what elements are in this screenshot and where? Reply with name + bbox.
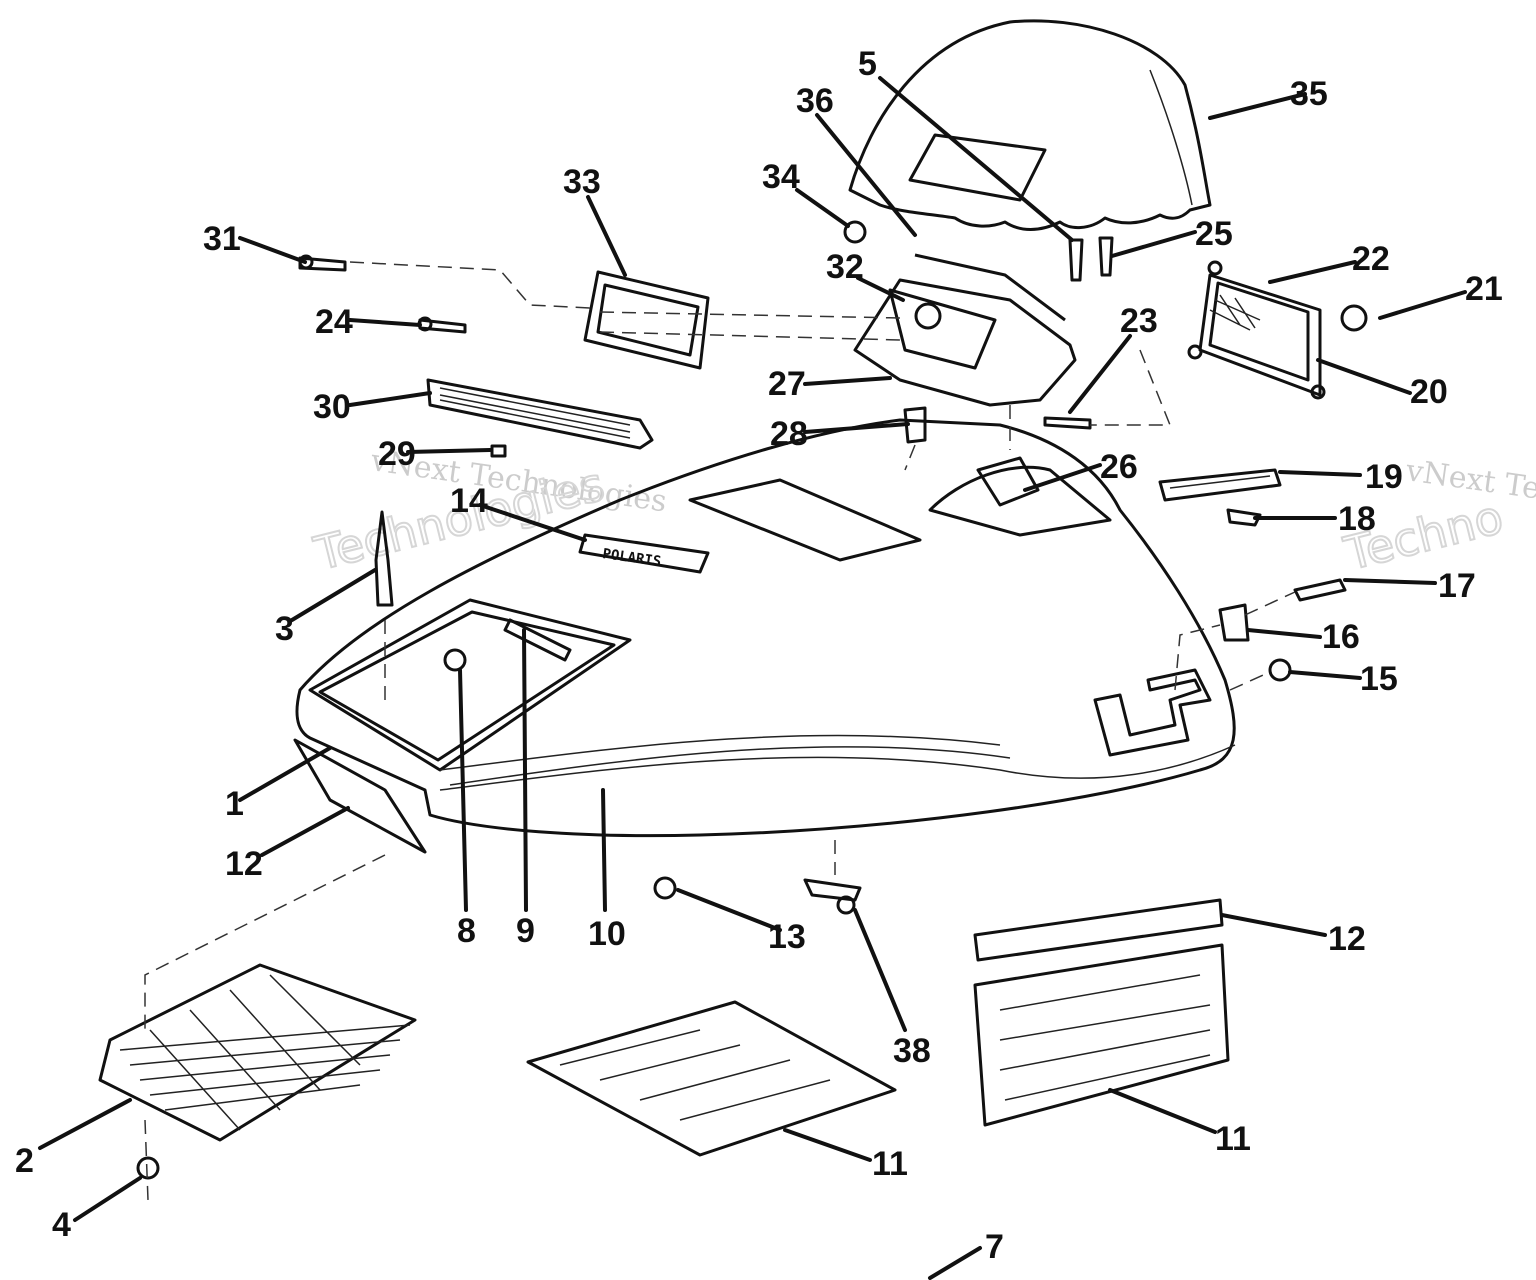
callout-31: 31 xyxy=(203,220,241,258)
callout-34: 34 xyxy=(762,158,800,196)
callout-30: 30 xyxy=(313,388,351,426)
vent-grille xyxy=(426,378,654,450)
windshield xyxy=(848,19,1212,231)
foam-strip xyxy=(973,898,1224,962)
small-grille xyxy=(1158,468,1282,502)
hardware xyxy=(136,220,1347,1180)
callout-2: 2 xyxy=(15,1142,34,1180)
callout-33: 33 xyxy=(563,163,601,201)
callout-25: 25 xyxy=(1195,215,1233,253)
headlight-housing xyxy=(853,253,1077,407)
callout-35: 35 xyxy=(1290,75,1328,113)
foam-pad-right xyxy=(973,943,1230,1127)
callout-15: 15 xyxy=(1360,660,1398,698)
callout-38: 38 xyxy=(893,1032,931,1070)
callout-36: 36 xyxy=(796,82,834,120)
callout-3: 3 xyxy=(275,610,294,648)
callout-8: 8 xyxy=(457,912,476,950)
callout-16: 16 xyxy=(1322,618,1360,656)
callout-27: 27 xyxy=(768,365,806,403)
callout-numbers: 31 24 30 29 33 34 36 5 35 32 25 22 21 23… xyxy=(15,45,1503,1266)
brand-decal-text: POLARIS xyxy=(601,546,662,570)
callout-5: 5 xyxy=(858,45,877,83)
callout-10: 10 xyxy=(588,915,626,953)
callout-26: 26 xyxy=(1100,448,1138,486)
callout-24: 24 xyxy=(315,303,353,341)
callout-11-center: 11 xyxy=(872,1145,908,1183)
guide-lines xyxy=(144,261,1296,1201)
trim-frame xyxy=(583,270,710,370)
callout-12-right: 12 xyxy=(1328,920,1366,958)
callout-23: 23 xyxy=(1120,302,1158,340)
callout-11-right: 11 xyxy=(1215,1120,1251,1158)
callout-28: 28 xyxy=(770,415,808,453)
tail-light-assembly xyxy=(1187,260,1368,400)
model-decal xyxy=(1093,668,1212,757)
callout-22: 22 xyxy=(1352,240,1390,278)
tape-strip-left xyxy=(293,738,427,854)
model-decal-text: LT xyxy=(1120,727,1123,729)
callout-18: 18 xyxy=(1338,500,1376,538)
brand-decal: POLARIS xyxy=(578,533,710,574)
callout-12-left: 12 xyxy=(225,845,263,883)
callout-32: 32 xyxy=(826,248,864,286)
leader-lines xyxy=(38,76,1467,1280)
callout-14: 14 xyxy=(450,482,488,520)
callout-13: 13 xyxy=(768,918,806,956)
callout-17: 17 xyxy=(1438,567,1476,605)
callout-7: 7 xyxy=(985,1228,1004,1266)
callout-9: 9 xyxy=(516,912,535,950)
callout-4: 4 xyxy=(52,1206,71,1244)
screen xyxy=(98,963,417,1142)
foam-pad-left xyxy=(526,1000,897,1157)
callout-29: 29 xyxy=(378,435,416,473)
callout-21: 21 xyxy=(1465,270,1503,308)
callout-19: 19 xyxy=(1365,458,1403,496)
callout-20: 20 xyxy=(1410,373,1448,411)
callout-1: 1 xyxy=(225,785,244,823)
